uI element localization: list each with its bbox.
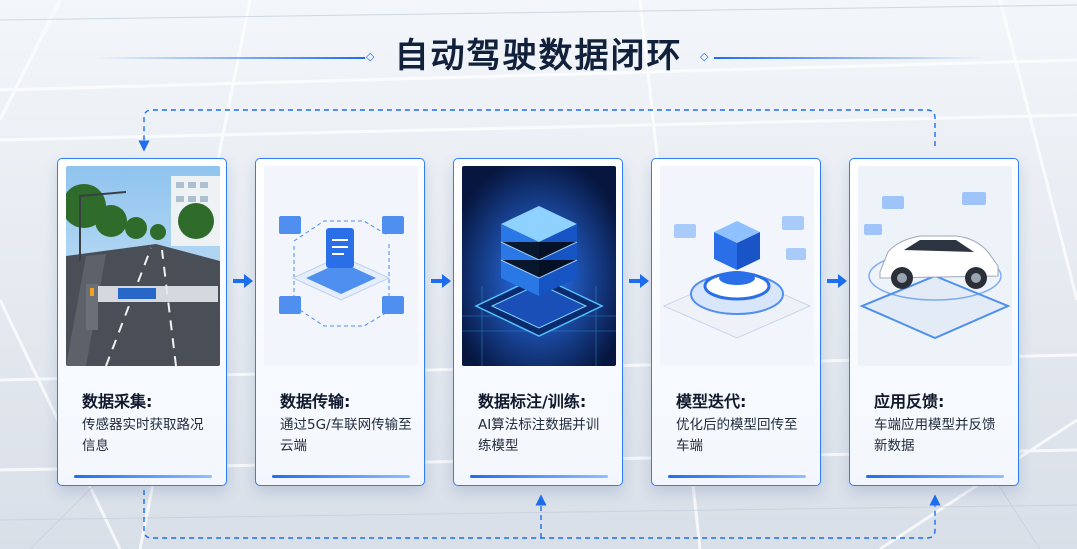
network-transmission-icon bbox=[264, 166, 418, 366]
card-accent-bar bbox=[866, 475, 1004, 478]
top-loop-line bbox=[138, 109, 936, 152]
step-card-application-feedback: 应用反馈: 车端应用模型并反馈新数据 bbox=[849, 158, 1019, 486]
arrow-right-icon bbox=[629, 274, 649, 288]
card-accent-bar bbox=[470, 475, 608, 478]
title-decoration-right bbox=[714, 57, 984, 59]
arrow-right-icon bbox=[431, 274, 451, 288]
step-title: 数据采集: bbox=[82, 392, 153, 411]
step-description: 传感器实时获取路况信息 bbox=[82, 417, 204, 454]
step-title: 数据标注/训练: bbox=[478, 392, 587, 411]
page-title: 自动驾驶数据闭环 bbox=[394, 36, 683, 76]
white-car-icon bbox=[858, 166, 1012, 366]
step-description: 优化后的模型回传至车端 bbox=[676, 417, 798, 454]
arrow-right-icon bbox=[233, 274, 253, 288]
step-card-data-labeling-training: 数据标注/训练: AI算法标注数据并训练模型 bbox=[453, 158, 623, 486]
title-decoration-left bbox=[95, 57, 365, 59]
step-title: 模型迭代: bbox=[676, 392, 747, 411]
step-title: 应用反馈: bbox=[874, 392, 945, 411]
step-title: 数据传输: bbox=[280, 392, 351, 411]
step-card-data-transmission: 数据传输: 通过5G/车联网传输至云端 bbox=[255, 158, 425, 486]
title-chevron-left-icon: ◇ bbox=[366, 50, 375, 63]
ai-chip-icon bbox=[462, 166, 616, 366]
step-description: 车端应用模型并反馈新数据 bbox=[874, 417, 996, 454]
step-description: 通过5G/车联网传输至云端 bbox=[280, 417, 412, 454]
card-accent-bar bbox=[272, 475, 410, 478]
arrow-right-icon bbox=[827, 274, 847, 288]
step-card-data-collection: 数据采集: 传感器实时获取路况信息 bbox=[57, 158, 227, 486]
street-barrier-camera-scene bbox=[66, 166, 220, 366]
model-platform-icon bbox=[660, 166, 814, 366]
step-description: AI算法标注数据并训练模型 bbox=[478, 417, 600, 454]
bottom-loop-line bbox=[143, 490, 941, 539]
card-accent-bar bbox=[668, 475, 806, 478]
step-card-model-iteration: 模型迭代: 优化后的模型回传至车端 bbox=[651, 158, 821, 486]
title-chevron-right-icon: ◇ bbox=[700, 50, 709, 63]
card-accent-bar bbox=[74, 475, 212, 478]
